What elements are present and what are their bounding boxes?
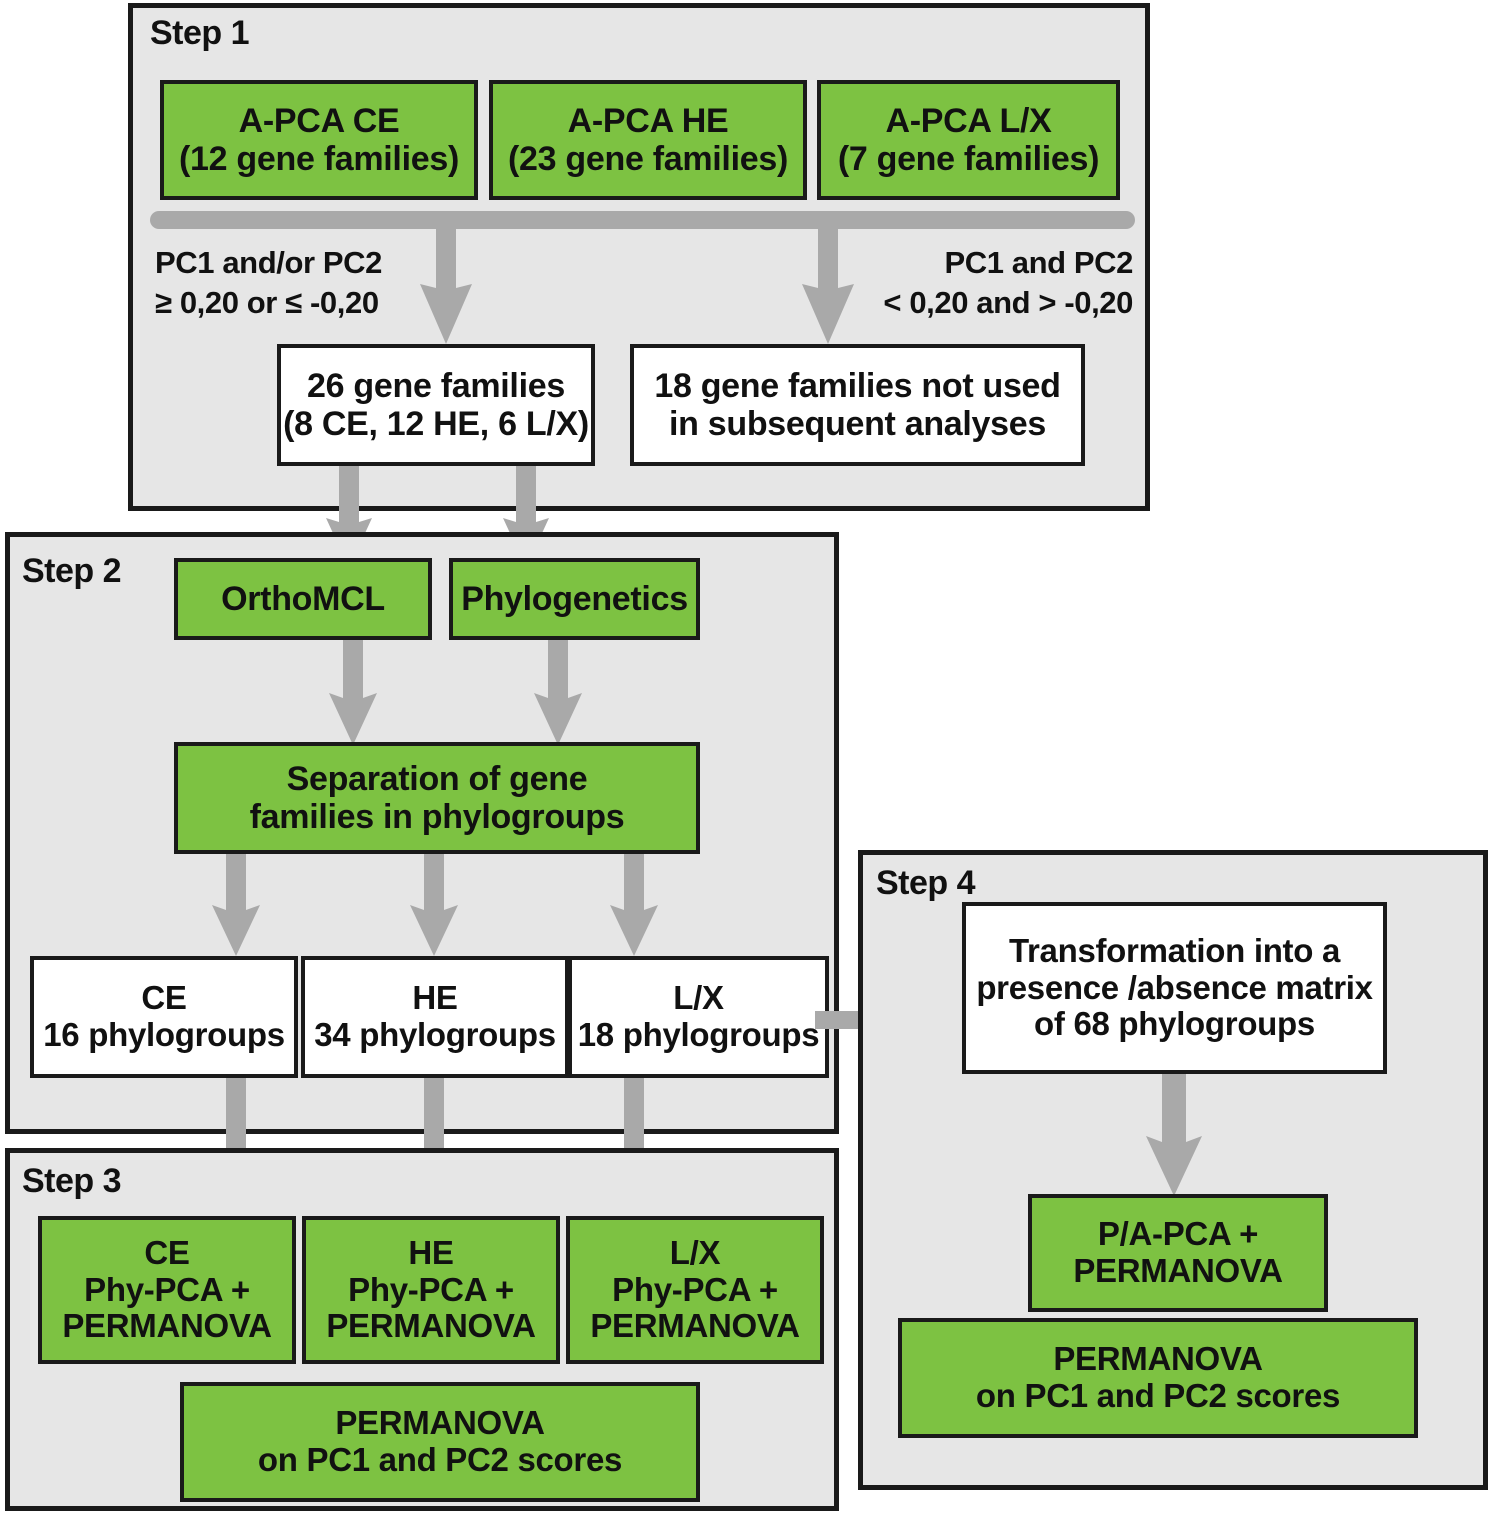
node-orthomcl-line1: OrthoMCL <box>221 579 385 618</box>
node-pa-pca-permanova-line1: P/A-PCA + <box>1097 1215 1259 1253</box>
node-lx-phylogroups[interactable]: L/X 18 phylogroups <box>568 956 829 1078</box>
node-ce-phylogroups-line2: 16 phylogroups <box>43 1016 285 1053</box>
arrow-orthomcl-to-separation <box>322 640 384 745</box>
panel-step-4-label: Step 4 <box>876 864 976 902</box>
node-apca-he[interactable]: A-PCA HE (23 gene families) <box>489 80 807 200</box>
arrow-step1-kept <box>412 226 480 344</box>
edge-label-right-line1: PC1 and PC2 <box>944 245 1133 280</box>
node-he-phypca-permanova-line3: PERMANOVA <box>326 1307 536 1345</box>
panel-step-3-label: Step 3 <box>22 1162 122 1200</box>
node-ce-phypca-permanova-line1: CE <box>144 1233 190 1271</box>
node-apca-he-line1: A-PCA HE <box>567 101 729 140</box>
node-apca-lx[interactable]: A-PCA L/X (7 gene families) <box>817 80 1120 200</box>
node-he-phypca-permanova-line1: HE <box>408 1233 454 1271</box>
node-he-phylogroups-line1: HE <box>412 979 458 1017</box>
node-transformation-matrix-line1: Transformation into a <box>1008 931 1341 969</box>
node-lx-phypca-permanova-line3: PERMANOVA <box>590 1307 800 1345</box>
node-pa-pca-permanova-line2: PERMANOVA <box>1073 1252 1283 1289</box>
node-discarded-gene-families-line1: 18 gene families not used <box>654 366 1061 405</box>
edge-label-left: PC1 and/or PC2 ≥ 0,20 or ≤ -0,20 <box>155 243 382 322</box>
node-transformation-matrix[interactable]: Transformation into a presence /absence … <box>962 902 1387 1074</box>
node-ce-phylogroups-line1: CE <box>141 979 187 1017</box>
node-lx-phypca-permanova[interactable]: L/X Phy-PCA + PERMANOVA <box>566 1216 824 1364</box>
node-separation-phylogroups-line1: Separation of gene <box>286 759 588 798</box>
node-transformation-matrix-line3: of 68 phylogroups <box>1034 1005 1315 1043</box>
node-ce-phypca-permanova-line2: Phy-PCA + <box>84 1270 250 1308</box>
node-kept-gene-families-line2: (8 CE, 12 HE, 6 L/X) <box>283 405 589 443</box>
node-step4-permanova-scores[interactable]: PERMANOVA on PC1 and PC2 scores <box>898 1318 1418 1438</box>
arrow-separation-to-ce <box>205 854 267 956</box>
node-separation-phylogroups-line2: families in phylogroups <box>249 798 625 836</box>
node-lx-phypca-permanova-line2: Phy-PCA + <box>612 1270 778 1308</box>
node-orthomcl[interactable]: OrthoMCL <box>174 558 432 640</box>
node-apca-lx-line1: A-PCA L/X <box>885 101 1052 140</box>
arrow-separation-to-lx <box>603 854 665 956</box>
node-apca-ce[interactable]: A-PCA CE (12 gene families) <box>160 80 478 200</box>
edge-label-right-line2: < 0,20 and > -0,20 <box>883 284 1133 320</box>
node-ce-phypca-permanova-line3: PERMANOVA <box>62 1307 272 1345</box>
node-phylogenetics[interactable]: Phylogenetics <box>449 558 700 640</box>
node-apca-lx-line2: (7 gene families) <box>837 140 1100 178</box>
node-transformation-matrix-line2: presence /absence matrix <box>976 968 1373 1006</box>
node-ce-phylogroups[interactable]: CE 16 phylogroups <box>30 956 298 1078</box>
node-phylogenetics-line1: Phylogenetics <box>461 579 688 618</box>
distribution-bar <box>150 211 1135 229</box>
node-step3-permanova-scores[interactable]: PERMANOVA on PC1 and PC2 scores <box>180 1382 700 1502</box>
node-kept-gene-families[interactable]: 26 gene families (8 CE, 12 HE, 6 L/X) <box>277 344 595 466</box>
node-ce-phypca-permanova[interactable]: CE Phy-PCA + PERMANOVA <box>38 1216 296 1364</box>
edge-label-left-line2: ≥ 0,20 or ≤ -0,20 <box>155 284 379 320</box>
arrow-step1-discarded <box>794 226 862 344</box>
node-he-phypca-permanova-line2: Phy-PCA + <box>348 1270 514 1308</box>
edge-label-right: PC1 and PC2 < 0,20 and > -0,20 <box>728 243 1133 322</box>
node-he-phylogroups[interactable]: HE 34 phylogroups <box>301 956 569 1078</box>
panel-step-2-label: Step 2 <box>22 552 122 590</box>
node-discarded-gene-families-line2: in subsequent analyses <box>669 405 1046 443</box>
node-pa-pca-permanova[interactable]: P/A-PCA + PERMANOVA <box>1028 1194 1328 1312</box>
arrow-phylogenetics-to-separation <box>527 640 589 745</box>
node-he-phypca-permanova[interactable]: HE Phy-PCA + PERMANOVA <box>302 1216 560 1364</box>
node-apca-he-line2: (23 gene families) <box>508 140 788 178</box>
node-step4-permanova-scores-line2: on PC1 and PC2 scores <box>975 1377 1341 1414</box>
node-step4-permanova-scores-line1: PERMANOVA <box>1053 1340 1263 1378</box>
node-kept-gene-families-line1: 26 gene families <box>307 366 565 405</box>
node-step3-permanova-scores-line2: on PC1 and PC2 scores <box>257 1441 623 1478</box>
node-he-phylogroups-line2: 34 phylogroups <box>314 1016 556 1053</box>
arrow-transformation-to-papca <box>1138 1074 1210 1196</box>
node-lx-phypca-permanova-line1: L/X <box>669 1233 721 1271</box>
node-apca-ce-line1: A-PCA CE <box>238 101 400 140</box>
node-lx-phylogroups-line2: 18 phylogroups <box>577 1016 820 1053</box>
node-discarded-gene-families[interactable]: 18 gene families not used in subsequent … <box>630 344 1085 466</box>
node-separation-phylogroups[interactable]: Separation of gene families in phylogrou… <box>174 742 700 854</box>
edge-label-left-line1: PC1 and/or PC2 <box>155 245 382 280</box>
node-lx-phylogroups-line1: L/X <box>673 979 724 1017</box>
panel-step-1-label: Step 1 <box>150 14 250 52</box>
node-apca-ce-line2: (12 gene families) <box>179 140 459 178</box>
arrow-separation-to-he <box>403 854 465 956</box>
node-step3-permanova-scores-line1: PERMANOVA <box>335 1404 545 1442</box>
